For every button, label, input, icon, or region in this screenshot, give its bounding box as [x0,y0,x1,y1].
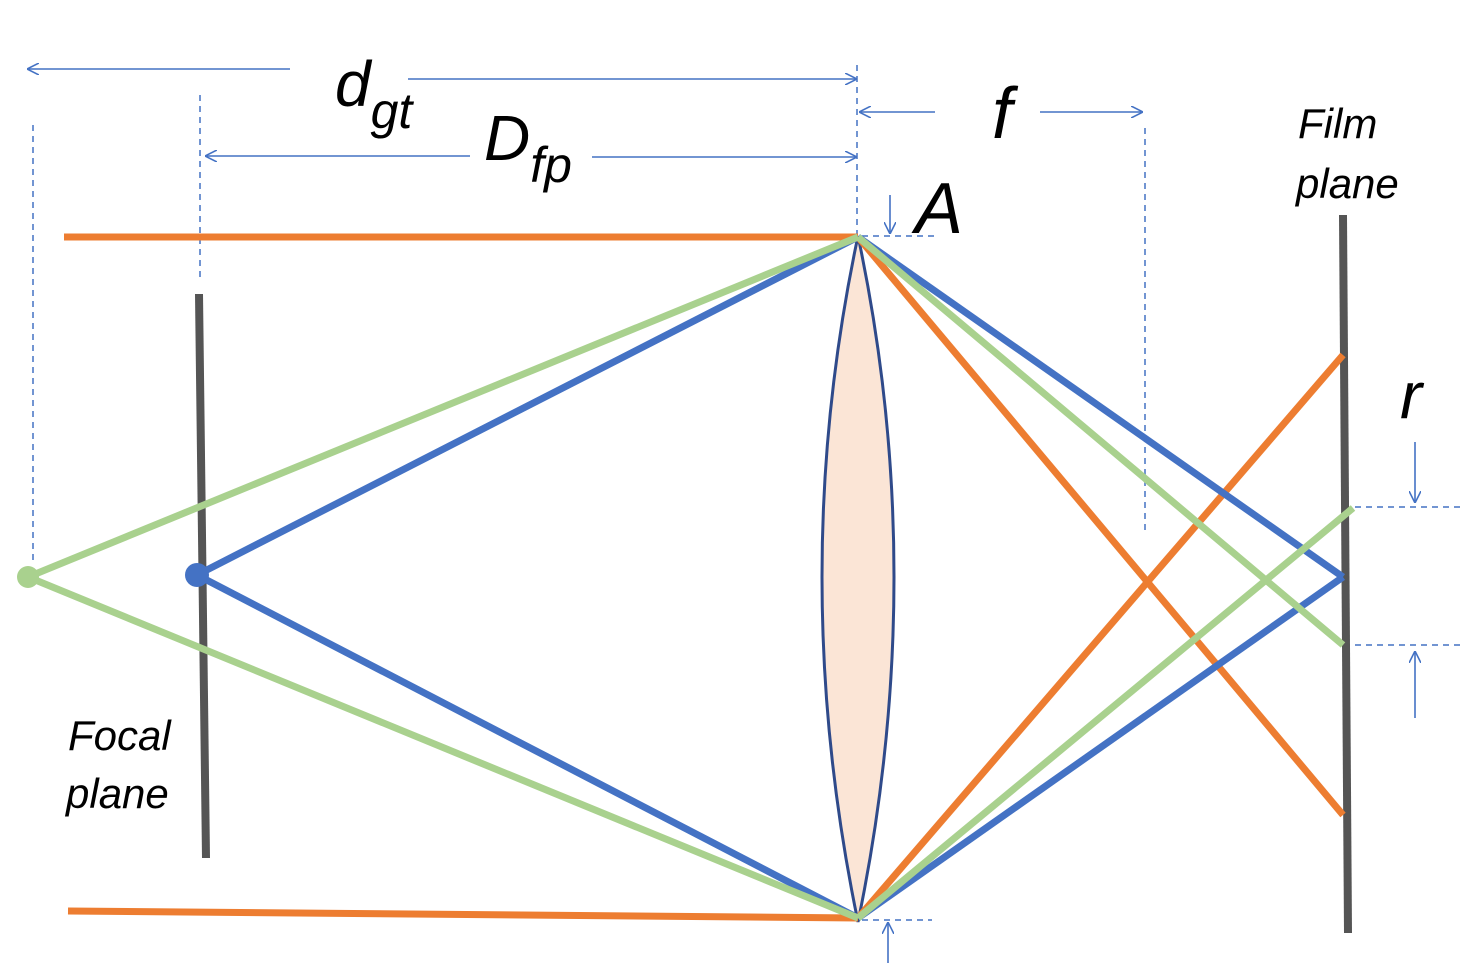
orange-ray-top-refracted [855,234,1346,818]
dashed-guides [32,65,1460,921]
orange-ray-bottom-incoming [67,907,859,922]
blue-object-point [185,563,209,587]
dgt-label: dgt [335,48,414,139]
film-plane [1339,214,1352,934]
dfp-label: Dfp [484,102,572,193]
focal-plane-label-line2: plane [64,770,169,817]
circle-of-confusion-label: r [1400,358,1425,432]
dgt-main: d [335,48,373,120]
dfp-main: D [484,102,530,174]
focal-plane-label-line1: Focal [68,712,172,759]
green-ray-top-incoming [26,233,860,581]
green-object-point [17,566,39,588]
focal-length-label: f [992,74,1019,154]
blue-ray-bottom-incoming [195,571,860,922]
dimension-arrows [28,69,1415,963]
dfp-subscript: fp [530,137,572,193]
aperture-label: A [911,169,963,249]
blue-ray-bottom-refracted [855,574,1346,921]
lens [820,235,896,923]
film-plane-label-line2: plane [1294,160,1399,207]
green-ray-bottom-incoming [26,573,860,922]
blue-rays [195,233,1346,922]
film-plane-label-line1: Film [1298,100,1377,147]
green-rays [26,233,1356,922]
blue-ray-top-refracted [855,234,1346,580]
orange-rays [64,233,1346,922]
green-ray-top-refracted [855,234,1346,648]
dgt-subscript: gt [371,83,415,139]
green-ray-bottom-refracted [855,505,1356,921]
blue-ray-top-incoming [195,233,860,579]
orange-ray-bottom-refracted [855,352,1346,921]
